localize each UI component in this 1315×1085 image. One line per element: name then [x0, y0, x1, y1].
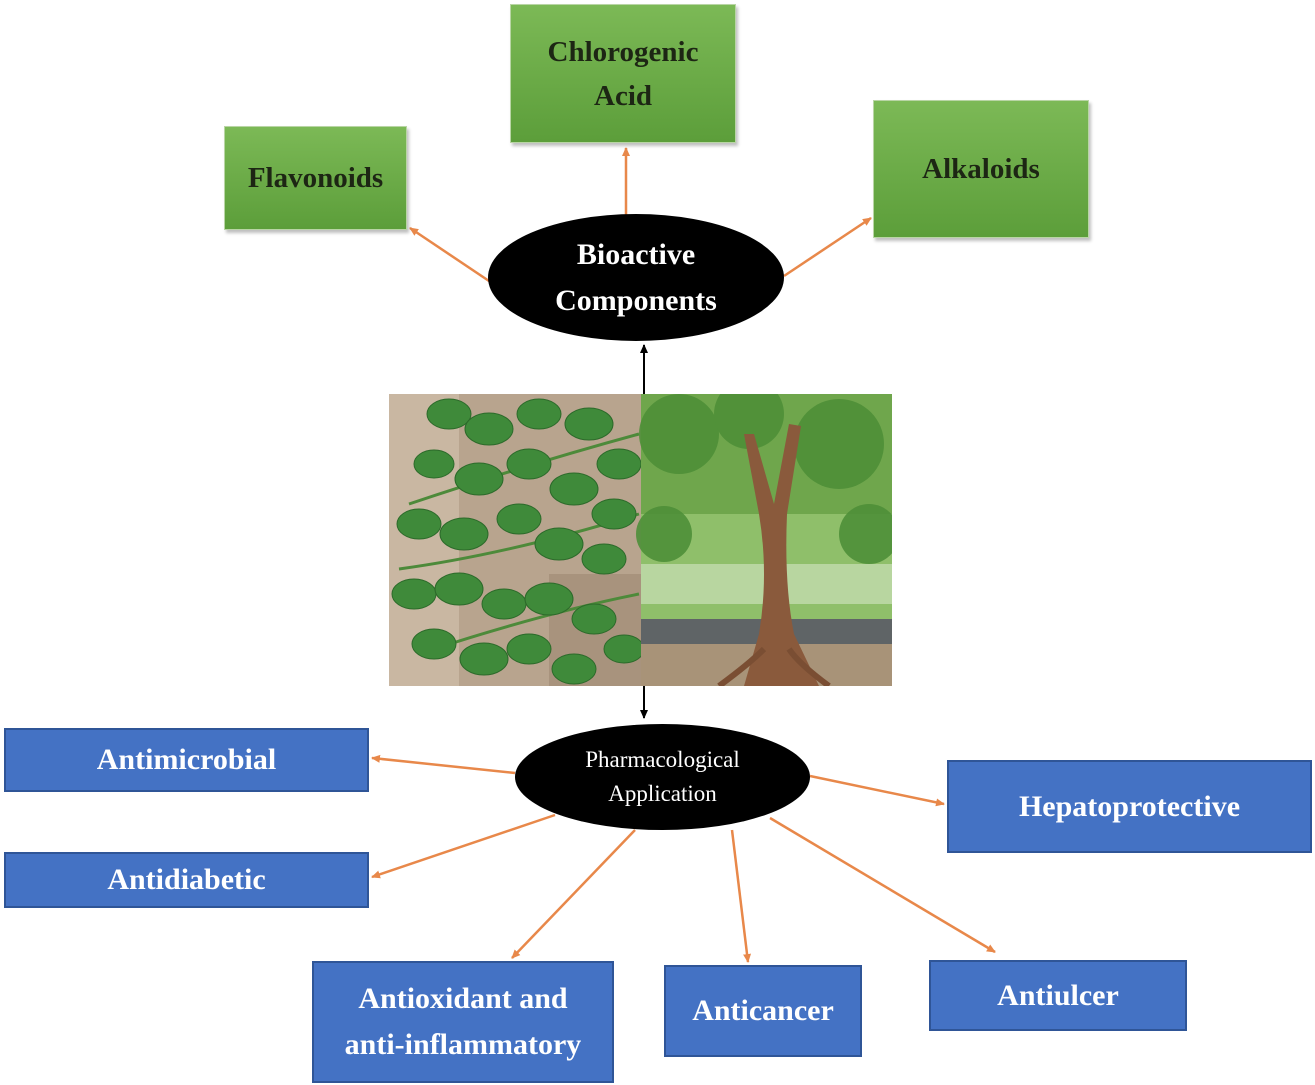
- arrow-to-anticancer: [730, 829, 752, 963]
- antimicrobial-label: Antimicrobial: [96, 743, 277, 776]
- arrow-to-hepatoprotective: [809, 774, 945, 807]
- chlorogenic-acid-label-line1: Chlorogenic: [547, 35, 699, 68]
- anticancer-label: Anticancer: [692, 994, 834, 1027]
- bioactive-label-line1: Bioactive: [576, 237, 696, 271]
- arrow-to-flavonoids: [409, 226, 493, 285]
- alkaloids-box: Alkaloids: [873, 100, 1089, 238]
- alkaloids-label: Alkaloids: [922, 153, 1040, 185]
- antimicrobial-box: Antimicrobial: [4, 728, 369, 792]
- pharmacological-application-node: Pharmacological Application: [515, 724, 810, 830]
- bioactive-label-line2: Components: [555, 283, 717, 317]
- pharmacological-label-line2: Application: [608, 781, 717, 806]
- antiulcer-label: Antiulcer: [997, 978, 1119, 1012]
- flavonoids-box: Flavonoids: [224, 126, 407, 230]
- antioxidant-label-line2: anti-inflammatory: [344, 1028, 582, 1061]
- antioxidant-box: Antioxidant and anti-inflammatory: [312, 961, 614, 1083]
- moringa-plant-image: [389, 394, 892, 686]
- hepatoprotective-box: Hepatoprotective: [947, 760, 1312, 853]
- chlorogenic-acid-box: Chlorogenic Acid: [510, 4, 736, 143]
- arrow-to-antidiabetic: [371, 813, 556, 879]
- antioxidant-label-line1: Antioxidant and: [358, 982, 568, 1015]
- flavonoids-label: Flavonoids: [247, 162, 384, 194]
- arrow-to-antioxidant: [511, 829, 636, 959]
- bioactive-components-node: Bioactive Components: [488, 214, 784, 341]
- hepatoprotective-label: Hepatoprotective: [1018, 789, 1241, 823]
- arrow-to-antimicrobial: [371, 754, 516, 775]
- antidiabetic-box: Antidiabetic: [4, 852, 369, 908]
- chlorogenic-acid-label-line2: Acid: [594, 79, 652, 112]
- antidiabetic-label: Antidiabetic: [107, 863, 266, 896]
- anticancer-box: Anticancer: [664, 965, 862, 1057]
- antiulcer-box: Antiulcer: [929, 960, 1187, 1031]
- arrow-to-antiulcer: [769, 816, 996, 954]
- arrow-to-alkaloids: [783, 216, 872, 278]
- pharmacological-label-line1: Pharmacological: [585, 747, 740, 772]
